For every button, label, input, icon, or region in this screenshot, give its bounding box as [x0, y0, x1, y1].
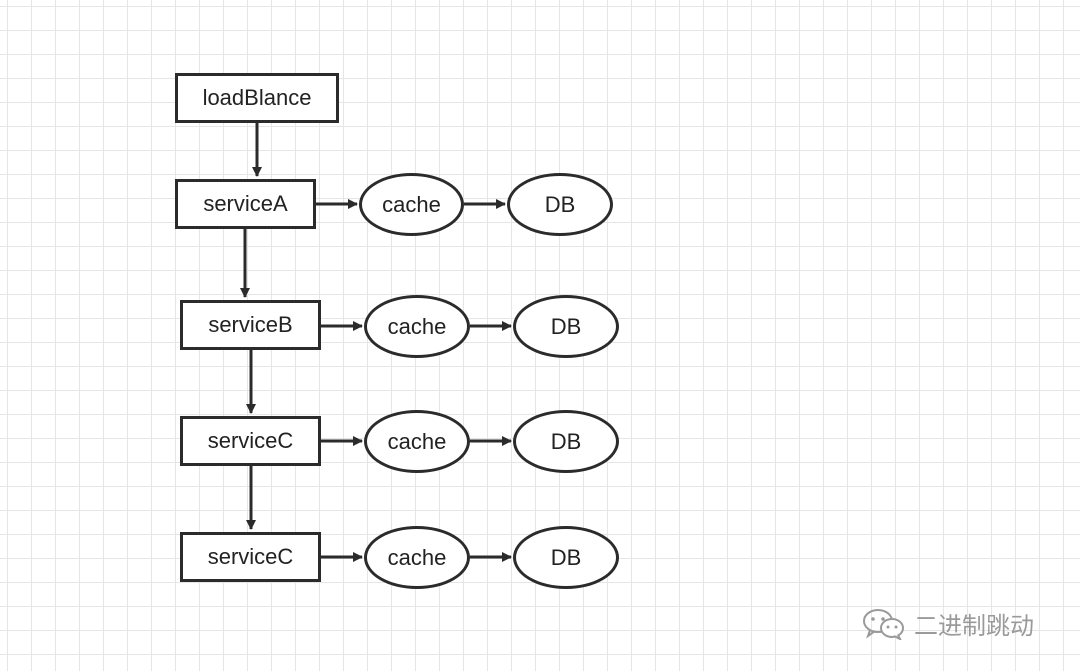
wechat-icon: [863, 608, 904, 640]
serviceB-node[interactable]: serviceB: [180, 300, 321, 350]
db-node-serviceC-2[interactable]: DB: [513, 526, 619, 589]
watermark-text: 二进制跳动: [914, 612, 1034, 640]
db-node-serviceB[interactable]: DB: [513, 295, 619, 358]
cache-node-serviceB[interactable]: cache: [364, 295, 470, 358]
cache-node-serviceC-1[interactable]: cache: [364, 410, 470, 473]
db-node-serviceC-1[interactable]: DB: [513, 410, 619, 473]
cache-node-serviceA[interactable]: cache: [359, 173, 464, 236]
loadbalance-node[interactable]: loadBlance: [175, 73, 339, 123]
cache-node-serviceC-2[interactable]: cache: [364, 526, 470, 589]
serviceC-node-2[interactable]: serviceC: [180, 532, 321, 582]
serviceC-node-1[interactable]: serviceC: [180, 416, 321, 466]
watermark: 二进制跳动: [862, 606, 1034, 641]
serviceA-node[interactable]: serviceA: [175, 179, 316, 229]
db-node-serviceA[interactable]: DB: [507, 173, 613, 236]
